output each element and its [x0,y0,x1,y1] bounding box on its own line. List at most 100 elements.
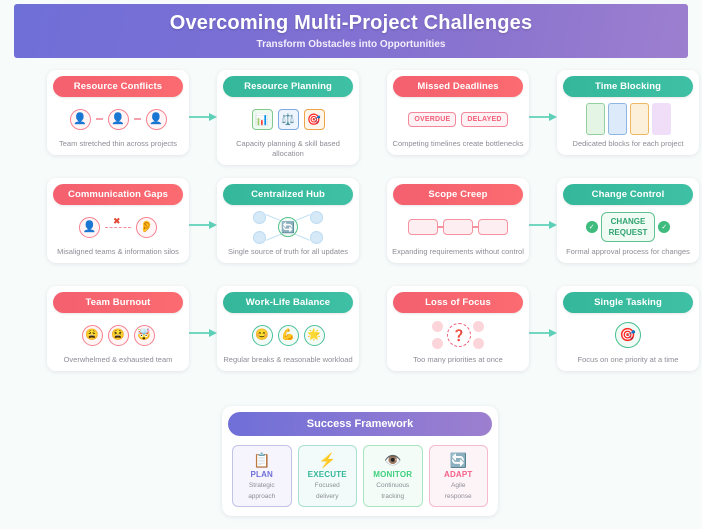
card-title: Work-Life Balance [223,292,353,313]
target-icon: 🎯 [303,108,325,130]
framework-item-monitor[interactable]: 👁️ MONITOR Continuous tracking [363,445,423,507]
card-single-tasking[interactable]: Single Tasking 🎯 Focus on one priority a… [557,286,699,371]
hub-diagram: 🔄 [251,207,325,247]
card-centralized-hub[interactable]: Centralized Hub 🔄 Single source of [217,178,359,263]
card-resource-planning[interactable]: Resource Planning 📊 ⚖️ 🎯 Capacity planni… [217,70,359,165]
card-icons: 📊 ⚖️ 🎯 [217,97,359,139]
card-title: Missed Deadlines [393,76,523,97]
person-icon: 👤 [107,108,129,130]
framework-item-execute[interactable]: ⚡ EXECUTE Focused delivery [297,445,357,507]
lightning-icon: ⚡ [318,452,336,468]
broken-link: ✖ [105,216,131,237]
arrow-right-icon [529,221,557,229]
framework-item-desc-line2: delivery [316,493,339,500]
sync-icon: 🔄 [449,452,467,468]
page-title: Overcoming Multi-Project Challenges [169,12,533,34]
grid-row-1: Resource Conflicts 👤 👤 👤 Team stretched … [0,70,702,178]
priority-blob [473,321,484,332]
time-block [607,103,627,135]
connector-line [473,226,478,228]
bar-chart-icon: 📊 [251,108,273,130]
exploding-head-icon: 🤯 [133,324,155,346]
card-change-control[interactable]: Change Control ✓ CHANGE REQUEST ✓ Formal… [557,178,699,263]
card-description: Team stretched thin across projects [59,139,177,148]
eye-icon: 👁️ [384,452,402,468]
card-resource-conflicts[interactable]: Resource Conflicts 👤 👤 👤 Team stretched … [47,70,189,155]
card-description: Overwhelmed & exhausted team [63,355,173,364]
person-icon: 👤 [79,216,100,238]
card-icons: 🎯 [557,313,699,355]
hub-node [310,231,323,244]
arrow-connector [529,70,557,178]
arrow-right-icon [529,329,557,337]
status-badge-overdue: OVERDUE [408,111,457,127]
framework-item-label: MONITOR [373,470,413,479]
status-badge-delayed: DELAYED [461,111,508,127]
card-description: Single source of truth for all updates [227,247,349,256]
check-icon: ✓ [658,221,671,233]
time-block [629,103,649,135]
card-time-blocking[interactable]: Time Blocking Dedicated blocks for each … [557,70,699,155]
card-icons: 👤 👤 👤 [47,97,189,139]
card-title: Centralized Hub [223,184,353,205]
framework-item-label: EXECUTE [307,470,347,479]
grid-row-2: Communication Gaps 👤 ✖ 👂 Misaligned team… [0,178,702,286]
card-icons [557,97,699,139]
arrow-connector [529,178,557,286]
check-icon: ✓ [585,221,598,233]
card-scope-creep[interactable]: Scope Creep Expanding requirements witho… [387,178,529,263]
framework-item-desc-line1: Focused [314,482,340,489]
flexed-biceps-icon: 💪 [277,324,299,346]
arrow-right-icon [189,221,217,229]
arrow-right-icon [189,113,217,121]
card-description: Formal approval process for changes [566,247,690,256]
time-block [585,103,605,135]
scope-box [443,219,473,235]
card-communication-gaps[interactable]: Communication Gaps 👤 ✖ 👂 Misaligned team… [47,178,189,263]
card-title: Change Control [563,184,693,205]
connector-line [95,118,103,120]
connector-line [438,226,443,228]
card-description: Misaligned teams & information silos [57,247,179,256]
framework-item-plan[interactable]: 📋 PLAN Strategic approach [232,445,292,507]
weary-face-icon: 😩 [81,324,103,346]
card-description: Dedicated blocks for each project [572,139,684,148]
card-icons: ✓ CHANGE REQUEST ✓ [557,205,699,247]
card-loss-of-focus[interactable]: Loss of Focus ❓ Too many priorities at o… [387,286,529,371]
connector-line [133,118,141,120]
scope-box [408,219,438,235]
card-title: Team Burnout [53,292,183,313]
framework-item-desc-line1: Agile [451,482,466,489]
card-title: Resource Planning [223,76,353,97]
ear-icon: 👂 [136,216,157,238]
dashed-line [105,227,131,228]
arrow-connector [189,178,217,286]
card-description: Competing timelines create bottlenecks [392,139,524,148]
card-title: Scope Creep [393,184,523,205]
success-framework-items: 📋 PLAN Strategic approach ⚡ EXECUTE Focu… [222,436,498,507]
card-icons: ❓ [387,313,529,355]
card-icons: 😩 😫 🤯 [47,313,189,355]
question-mark-icon: ❓ [447,323,471,347]
success-framework-panel: Success Framework 📋 PLAN Strategic appro… [222,406,498,516]
card-team-burnout[interactable]: Team Burnout 😩 😫 🤯 Overwhelmed & exhaust… [47,286,189,371]
card-icons [387,205,529,247]
framework-item-label: ADAPT [443,470,473,479]
grid-row-3: Team Burnout 😩 😫 🤯 Overwhelmed & exhaust… [0,286,702,394]
hub-node [253,211,266,224]
card-missed-deadlines[interactable]: Missed Deadlines OVERDUE DELAYED Competi… [387,70,529,155]
smiling-face-icon: 😊 [251,324,273,346]
arrow-connector [189,286,217,394]
framework-item-label: PLAN [250,470,274,479]
card-work-life-balance[interactable]: Work-Life Balance 😊 💪 🌟 Regular breaks &… [217,286,359,371]
card-icons: OVERDUE DELAYED [387,97,529,139]
tired-face-icon: 😫 [107,324,129,346]
arrow-connector [189,70,217,178]
sync-icon: 🔄 [278,217,298,237]
card-description: Capacity planning & skill based allocati… [236,139,340,158]
card-title: Resource Conflicts [53,76,183,97]
framework-item-desc-line2: tracking [381,493,405,500]
priority-blob [432,338,443,349]
framework-item-adapt[interactable]: 🔄 ADAPT Agile response [428,445,488,507]
